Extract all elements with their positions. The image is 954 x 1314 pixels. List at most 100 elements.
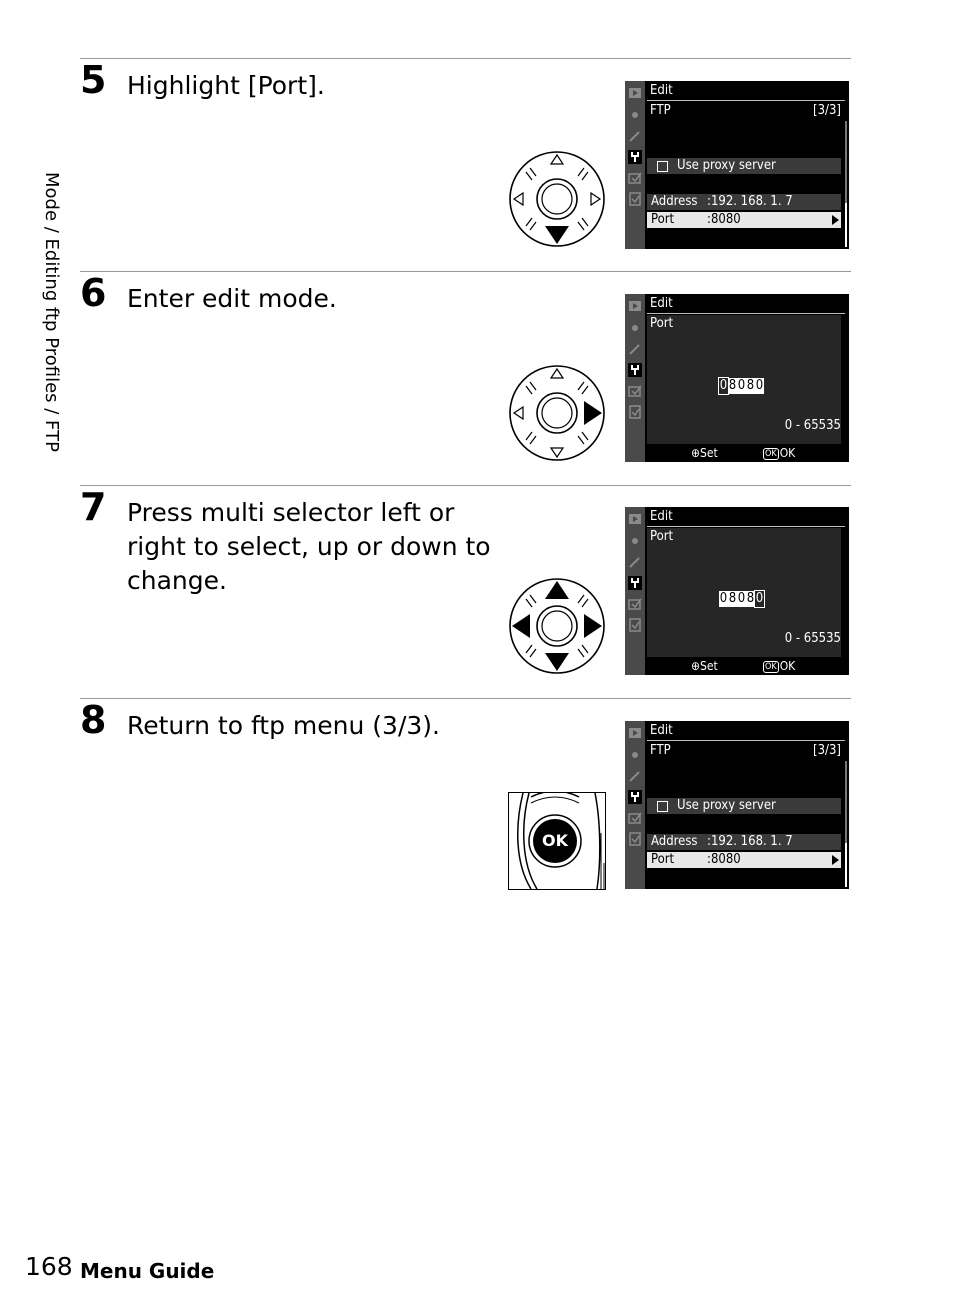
shooting-menu-icon bbox=[632, 325, 638, 331]
title-divider bbox=[647, 100, 845, 101]
value-range: 0 - 65535 bbox=[784, 631, 841, 646]
divider bbox=[80, 698, 851, 699]
camera-back-icon bbox=[517, 793, 605, 889]
step-instruction: Enter edit mode. bbox=[127, 284, 337, 313]
multi-selector-down-icon bbox=[509, 151, 605, 247]
field-name: Port bbox=[650, 529, 674, 544]
port-value: :8080 bbox=[707, 212, 741, 227]
port-row[interactable]: Port :8080 bbox=[647, 212, 841, 228]
page-number: 168 bbox=[25, 1252, 73, 1281]
set-hint: ⊕Set bbox=[691, 445, 718, 461]
arrow-right-icon bbox=[832, 215, 839, 225]
proxy-label: Use proxy server bbox=[677, 798, 776, 813]
playback-menu-icon bbox=[629, 514, 641, 524]
port-digits[interactable]: 0 8 0 8 0 bbox=[719, 590, 765, 608]
ok-button-icon: OK bbox=[763, 448, 779, 460]
port-value: :8080 bbox=[707, 852, 741, 867]
setup-menu-wrench-icon bbox=[628, 790, 642, 804]
digit[interactable]: 0 bbox=[755, 378, 764, 394]
shooting-menu-icon bbox=[632, 538, 638, 544]
address-value: :192. 168. 1. 7 bbox=[707, 194, 793, 209]
field-name: Port bbox=[650, 316, 674, 331]
port-label: Port bbox=[651, 852, 675, 867]
custom-settings-icon bbox=[629, 557, 640, 568]
recent-settings-icon bbox=[629, 192, 641, 206]
playback-menu-icon bbox=[629, 728, 641, 738]
camera-monitor-screen: Edit FTP [3/3] Use proxy server Address … bbox=[625, 81, 849, 249]
setup-menu-wrench-icon bbox=[628, 363, 642, 377]
proxy-row[interactable]: Use proxy server bbox=[647, 158, 841, 174]
ok-button-label: OK bbox=[542, 831, 568, 850]
step-instruction: Return to ftp menu (3/3). bbox=[127, 711, 440, 740]
menu-tab-strip bbox=[625, 81, 645, 249]
step-number: 6 bbox=[80, 271, 107, 315]
recent-settings-icon bbox=[629, 832, 641, 846]
port-digits[interactable]: 0 8 0 8 0 bbox=[718, 377, 764, 395]
multi-selector-right-icon bbox=[509, 365, 605, 461]
recent-settings-icon bbox=[629, 405, 641, 419]
retouch-menu-icon bbox=[628, 172, 642, 184]
step-instruction: Press multi selector left or right to se… bbox=[127, 498, 491, 595]
screen-title: Edit bbox=[650, 83, 673, 98]
checkbox-checked-icon bbox=[657, 801, 668, 812]
playback-menu-icon bbox=[629, 301, 641, 311]
recent-settings-icon bbox=[629, 618, 641, 632]
address-label: Address bbox=[651, 834, 698, 849]
divider bbox=[80, 271, 851, 272]
screen-title: Edit bbox=[650, 296, 673, 311]
step-number: 5 bbox=[80, 58, 107, 102]
proxy-row[interactable]: Use proxy server bbox=[647, 798, 841, 814]
address-label: Address bbox=[651, 194, 698, 209]
scrollbar[interactable] bbox=[845, 761, 847, 887]
playback-menu-icon bbox=[629, 88, 641, 98]
address-row[interactable]: Address :192. 168. 1. 7 bbox=[647, 834, 841, 850]
screen-title: Edit bbox=[650, 509, 673, 524]
custom-settings-icon bbox=[629, 344, 640, 355]
address-value: :192. 168. 1. 7 bbox=[707, 834, 793, 849]
digit[interactable]: 8 bbox=[728, 591, 737, 607]
ok-button-illustration: OK bbox=[508, 792, 606, 890]
port-row[interactable]: Port :8080 bbox=[647, 852, 841, 868]
menu-tab-strip bbox=[625, 294, 645, 462]
port-label: Port bbox=[651, 212, 675, 227]
digit[interactable]: 8 bbox=[746, 591, 755, 607]
set-label: Set bbox=[700, 446, 718, 460]
digit[interactable]: 8 bbox=[728, 378, 737, 394]
camera-monitor-screen: Edit FTP [3/3] Use proxy server Address … bbox=[625, 721, 849, 889]
menu-name: FTP bbox=[650, 103, 671, 118]
value-range: 0 - 65535 bbox=[784, 418, 841, 433]
menu-name: FTP bbox=[650, 743, 671, 758]
custom-settings-icon bbox=[629, 771, 640, 782]
step-instruction: Highlight [Port]. bbox=[127, 71, 325, 100]
step-number: 7 bbox=[80, 485, 107, 529]
checkbox-checked-icon bbox=[657, 161, 668, 172]
divider bbox=[80, 58, 851, 59]
setup-menu-wrench-icon bbox=[628, 150, 642, 164]
setup-menu-wrench-icon bbox=[628, 576, 642, 590]
scrollbar[interactable] bbox=[845, 121, 847, 247]
multi-selector-icon: ⊕ bbox=[691, 446, 701, 460]
address-row[interactable]: Address :192. 168. 1. 7 bbox=[647, 194, 841, 210]
shooting-menu-icon bbox=[632, 112, 638, 118]
screen-title: Edit bbox=[650, 723, 673, 738]
digit[interactable]: 0 bbox=[718, 377, 729, 395]
ok-button-icon: OK bbox=[763, 661, 779, 673]
digit[interactable]: 8 bbox=[746, 378, 755, 394]
set-hint: ⊕Set bbox=[691, 658, 718, 674]
menu-tab-strip bbox=[625, 507, 645, 675]
digit[interactable]: 0 bbox=[754, 590, 765, 608]
shooting-menu-icon bbox=[632, 752, 638, 758]
title-divider bbox=[647, 740, 845, 741]
multi-selector-all-directions-icon bbox=[509, 578, 605, 674]
ok-label: OK bbox=[779, 446, 796, 460]
digit[interactable]: 0 bbox=[737, 378, 746, 394]
digit[interactable]: 0 bbox=[719, 591, 728, 607]
menu-tab-strip bbox=[625, 721, 645, 889]
digit[interactable]: 0 bbox=[737, 591, 746, 607]
retouch-menu-icon bbox=[628, 385, 642, 397]
title-divider bbox=[647, 313, 845, 314]
